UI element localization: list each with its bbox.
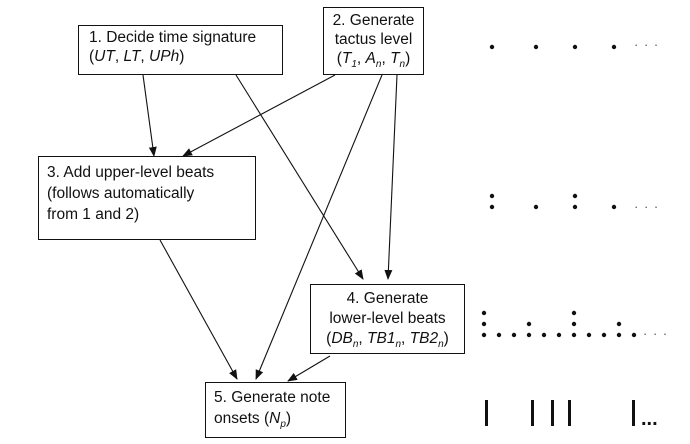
- dot: [481, 321, 487, 327]
- box-4-title-2: lower-level beats: [329, 310, 446, 327]
- box-2-title-1: 2. Generate: [332, 12, 415, 29]
- dot: [496, 332, 502, 338]
- box-2-variables: (T1, An, Tn): [336, 50, 411, 71]
- box-decide-time-signature: 1. Decide time signature (UT, LT, UPh): [78, 25, 283, 75]
- dot: [616, 321, 622, 327]
- arrow-2-to-5: [255, 74, 383, 380]
- arrow-1-to-4: [235, 74, 364, 280]
- dot: [572, 44, 578, 50]
- ellipsis-row-2: · · ·: [634, 199, 660, 214]
- arrow-4-to-5: [287, 355, 331, 382]
- dot: [572, 204, 578, 210]
- dot: [611, 44, 617, 50]
- dot: [533, 44, 539, 50]
- onset-bar: [568, 400, 571, 426]
- dot: [572, 193, 578, 199]
- arrow-2-to-3: [182, 74, 336, 157]
- box-add-upper-level-beats: 3. Add upper-level beats (follows automa…: [38, 156, 256, 240]
- dot: [586, 332, 592, 338]
- dot: [601, 332, 607, 338]
- box-2-title-2: tactus level: [334, 31, 413, 48]
- onset-bar: [531, 400, 534, 426]
- dot: [541, 332, 547, 338]
- box-3-note-1: (follows automatically: [47, 185, 195, 202]
- ellipsis-row-1: · · ·: [634, 37, 660, 52]
- box-generate-tactus-level: 2. Generate tactus level (T1, An, Tn): [323, 7, 424, 75]
- dot: [631, 332, 637, 338]
- box-3-note-2: from 1 and 2): [47, 206, 140, 223]
- metrical-grid: [481, 44, 637, 338]
- dot: [489, 204, 495, 210]
- dot: [611, 204, 617, 210]
- arrow-2-to-4: [384, 74, 398, 280]
- box-5-variables: onsets (Np): [214, 410, 292, 431]
- dot: [526, 321, 532, 327]
- dot: [511, 332, 517, 338]
- box-1-title: 1. Decide time signature: [89, 29, 257, 46]
- dot: [616, 332, 622, 338]
- dot: [571, 310, 577, 316]
- dot: [533, 204, 539, 210]
- dot: [481, 310, 487, 316]
- ellipsis-row-3: · · ·: [643, 326, 669, 341]
- box-generate-lower-level-beats: 4. Generate lower-level beats (DBn, TB1n…: [310, 284, 465, 354]
- ellipsis-onsets: ...: [641, 408, 658, 430]
- onset-bar: [632, 400, 635, 426]
- dot: [571, 321, 577, 327]
- box-5-title: 5. Generate note: [214, 389, 331, 406]
- box-4-title-1: 4. Generate: [346, 290, 429, 307]
- box-generate-note-onsets: 5. Generate note onsets (Np): [205, 382, 346, 438]
- dot: [556, 332, 562, 338]
- grid-row-upper: [489, 193, 617, 210]
- dot: [481, 332, 487, 338]
- onset-bar: [485, 400, 488, 426]
- box-4-variables: (DBn, TB1n, TB2n): [326, 330, 449, 351]
- box-3-title: 3. Add upper-level beats: [47, 164, 215, 181]
- grid-row-tactus: [489, 44, 617, 50]
- box-1-variables: (UT, LT, UPh): [89, 48, 185, 65]
- dot: [571, 332, 577, 338]
- note-onsets: [485, 400, 635, 426]
- dot: [489, 193, 495, 199]
- arrow-1-to-3: [142, 74, 157, 157]
- grid-row-lower: [481, 310, 637, 338]
- dot: [489, 44, 495, 50]
- arrow-3-to-5: [159, 239, 238, 380]
- dot: [526, 332, 532, 338]
- onset-bar: [551, 400, 554, 426]
